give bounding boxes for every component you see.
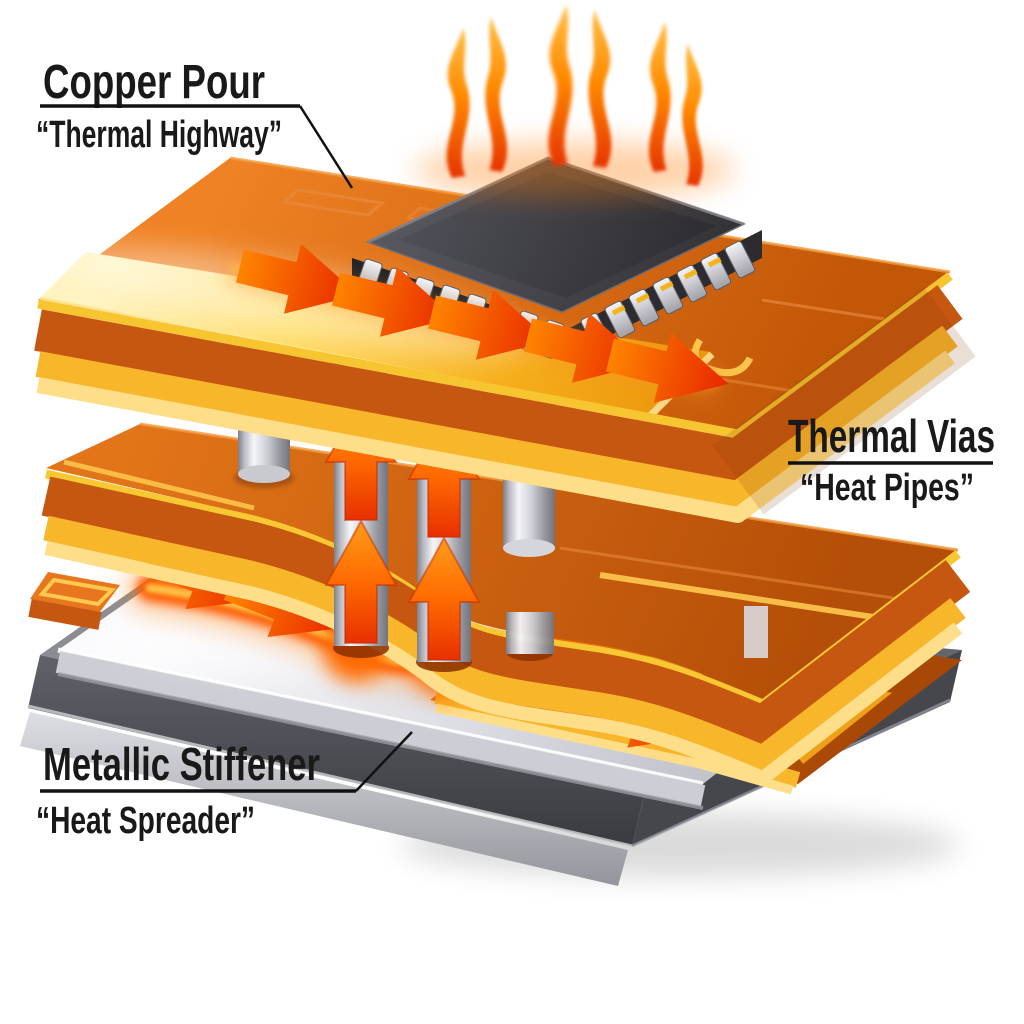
thermal-vias-title: Thermal Vias — [788, 410, 995, 462]
label-metallic-stiffener: Metallic Stiffener “Heat Spreader” — [36, 731, 413, 842]
copper-pour-leader-line — [298, 105, 354, 189]
metallic-stiffener-subtitle: “Heat Spreader” — [36, 800, 255, 842]
copper-pour-subtitle: “Thermal Highway” — [36, 114, 282, 156]
metallic-stiffener-leader-line — [355, 731, 413, 792]
heat-flow-arrows-top — [227, 231, 738, 419]
label-copper-pour: Copper Pour “Thermal Highway” — [36, 56, 354, 189]
flame-icon — [548, 4, 573, 167]
label-thermal-vias: Thermal Vias “Heat Pipes” — [788, 410, 995, 509]
stiffener-base-slab — [20, 712, 628, 886]
thermal-via-stub — [744, 606, 768, 658]
metallic-stiffener-title: Metallic Stiffener — [43, 738, 320, 790]
thermal-vias-subtitle: “Heat Pipes” — [800, 467, 974, 509]
bottom-pcb-left-tab — [28, 572, 120, 630]
chip-flames — [415, 4, 735, 198]
copper-pour-title: Copper Pour — [43, 56, 265, 109]
chip-gold-pads — [611, 257, 722, 316]
